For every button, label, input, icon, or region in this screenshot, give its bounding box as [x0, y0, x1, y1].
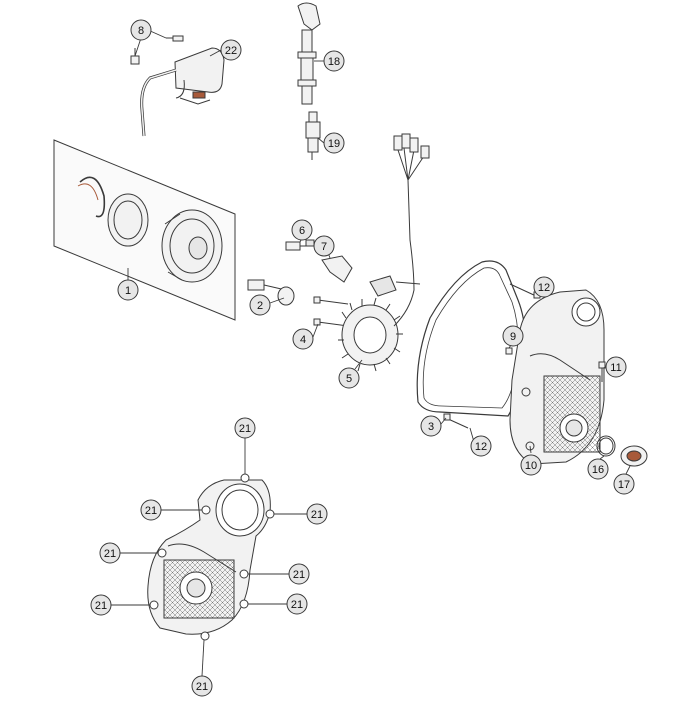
cover-screw-12-bottom [443, 413, 469, 429]
leader-lines [111, 29, 631, 677]
callout-label: 8 [138, 25, 144, 37]
callout-16: 16 [587, 458, 609, 480]
callout-21-left-lower: 21 [90, 594, 112, 616]
cover-gasket [416, 260, 526, 417]
callout-label: 21 [104, 548, 116, 560]
callout-label: 21 [239, 423, 251, 435]
callout-21-right-upper: 21 [306, 503, 328, 525]
o-ring [596, 435, 616, 457]
callout-label: 21 [293, 569, 305, 581]
callout-1: 1 [117, 279, 139, 301]
callout-label: 3 [428, 421, 434, 433]
callout-label: 21 [311, 509, 323, 521]
callout-label: 12 [475, 441, 487, 453]
callout-label: 18 [328, 56, 340, 68]
callout-label: 16 [592, 464, 604, 476]
callout-2: 2 [249, 294, 271, 316]
callout-12-bottom: 12 [470, 435, 492, 457]
spark-plug [305, 111, 321, 160]
callout-label: 21 [291, 599, 303, 611]
callout-3: 3 [420, 415, 442, 437]
callout-21-left-upper: 21 [140, 499, 162, 521]
callout-7-marker: 7 [313, 235, 335, 257]
callout-label: 22 [225, 45, 237, 57]
rotor-kit [53, 139, 236, 321]
rotor-nut-bolt-2 [247, 279, 295, 306]
callout-label: 12 [538, 282, 550, 294]
callout-22: 22 [220, 39, 242, 61]
callout-21-right-lower: 21 [286, 593, 308, 615]
callout-21-right-middle: 21 [288, 563, 310, 585]
dowel-9 [505, 347, 513, 355]
callout-label: 1 [125, 285, 131, 297]
callout-10: 10 [520, 454, 542, 476]
callout-18: 18 [323, 50, 345, 72]
callout-label: 6 [299, 225, 305, 237]
lower-cover-assembly [147, 473, 275, 641]
callout-4: 4 [292, 328, 314, 350]
callout-21-left-middle: 21 [99, 542, 121, 564]
callout-label: 21 [145, 505, 157, 517]
callout-label: 21 [196, 681, 208, 693]
ignition-coil [140, 47, 225, 137]
callout-8: 8 [130, 19, 152, 41]
ignition-cover [509, 289, 605, 465]
callout-label: 17 [618, 479, 630, 491]
callout-layer: 8 22 18 19 1 6 7 2 4 5 12 9 11 3 12 10 1… [90, 19, 635, 697]
spark-plug-connector [297, 2, 321, 105]
callout-label: 4 [300, 334, 306, 346]
callout-17: 17 [613, 473, 635, 495]
callout-21-top: 21 [234, 417, 256, 439]
callout-11: 11 [605, 356, 627, 378]
stator-screws-4 [313, 296, 349, 327]
callout-21-bottom: 21 [191, 675, 213, 697]
callout-label: 21 [95, 600, 107, 612]
callout-6: 6 [291, 219, 313, 241]
callout-12-top: 12 [533, 276, 555, 298]
callout-9: 9 [502, 325, 524, 347]
callout-label: 7 [321, 241, 327, 253]
screw-11 [598, 361, 606, 382]
callout-label: 10 [525, 460, 537, 472]
stator [338, 133, 430, 372]
callout-label: 19 [328, 138, 340, 150]
callout-label: 9 [510, 331, 516, 343]
cable-holder [321, 255, 353, 283]
callout-label: 5 [346, 373, 352, 385]
callout-label: 11 [610, 362, 621, 374]
callout-label: 2 [257, 300, 263, 312]
screw-plug [620, 445, 648, 467]
callout-5: 5 [338, 367, 360, 389]
callout-19: 19 [323, 132, 345, 154]
